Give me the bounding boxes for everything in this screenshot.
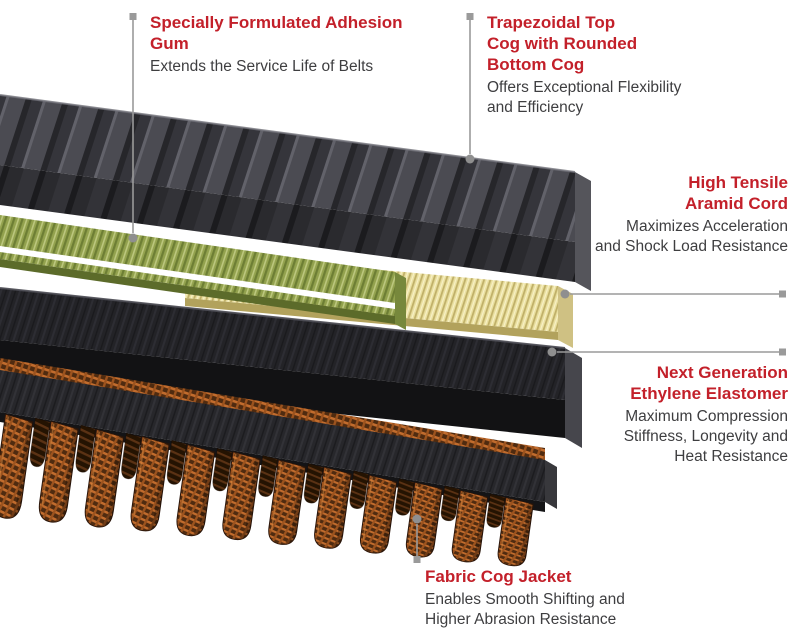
fabric-jacket-end-cap <box>545 460 557 509</box>
fabric-jacket-top-face <box>0 370 545 502</box>
leader-dot-marker <box>128 233 138 243</box>
aramid-cord-description: Maximizes Acceleration and Shock Load Re… <box>594 218 788 255</box>
fabric-cog-jacket-layer <box>0 358 557 569</box>
label-aramid-cord: High Tensile Aramid Cord Maximizes Accel… <box>595 172 788 257</box>
top-cog-layer <box>0 94 591 291</box>
leader-square-marker <box>466 13 474 20</box>
elastomer-layer <box>0 287 582 448</box>
leader-square-marker <box>129 13 137 20</box>
label-adhesion-gum: Specially Formulated Adhesion Gum Extend… <box>150 12 403 77</box>
leader-dot-marker <box>465 154 475 164</box>
aramid-cord-end-cap <box>558 286 573 348</box>
adhesion-gum-white-stripe <box>0 246 395 309</box>
top-cog-description: Offers Exceptional Flexibility and Effic… <box>487 79 682 117</box>
adhesion-gum-layer <box>0 215 406 330</box>
top-cog-front-face <box>0 165 575 282</box>
leader-elastomer <box>547 347 786 357</box>
leader-top-cog <box>465 13 475 164</box>
top-cog-end-cap <box>575 172 591 291</box>
label-fabric-cog-jacket: Fabric Cog Jacket Enables Smooth Shiftin… <box>425 566 625 630</box>
elastomer-top-face <box>0 288 565 400</box>
leader-square-marker <box>413 556 421 563</box>
leader-square-marker <box>779 348 786 356</box>
top-cog-top-face <box>0 95 575 242</box>
fabric-jacket-far-edge-strip <box>0 358 545 462</box>
leader-square-marker <box>779 290 786 298</box>
leader-dot-marker <box>560 289 570 299</box>
elastomer-heading: Next Generation Ethylene Elastomer <box>630 363 788 404</box>
fabric-cog-jacket-heading: Fabric Cog Jacket <box>425 567 572 586</box>
leader-adhesion-gum <box>128 13 138 243</box>
leader-aramid-cord <box>560 289 786 299</box>
label-elastomer: Next Generation Ethylene Elastomer Maxim… <box>624 362 788 467</box>
fabric-tooth <box>0 413 35 521</box>
leader-lines <box>128 13 786 563</box>
leader-dot-marker <box>412 514 422 524</box>
adhesion-gum-front-edge <box>0 259 395 324</box>
elastomer-edge-highlight <box>0 287 566 349</box>
elastomer-front-face <box>0 340 565 438</box>
top-cog-heading: Trapezoidal Top Cog with Rounded Bottom … <box>487 13 638 75</box>
elastomer-end-cap <box>565 348 582 448</box>
elastomer-description: Maximum Compression Stiffness, Longevity… <box>623 408 788 465</box>
leader-dot-marker <box>547 347 557 357</box>
aramid-cord-heading: High Tensile Aramid Cord <box>685 173 788 214</box>
top-cog-edge-highlight <box>0 94 576 173</box>
adhesion-gum-heading: Specially Formulated Adhesion Gum <box>150 13 403 54</box>
adhesion-gum-end-cap <box>395 272 406 330</box>
label-top-cog: Trapezoidal Top Cog with Rounded Bottom … <box>487 12 681 118</box>
fabric-cog-jacket-description: Enables Smooth Shifting and Higher Abras… <box>425 591 625 628</box>
leader-fabric-cog-jacket <box>412 514 422 563</box>
adhesion-gum-description: Extends the Service Life of Belts <box>150 58 374 76</box>
